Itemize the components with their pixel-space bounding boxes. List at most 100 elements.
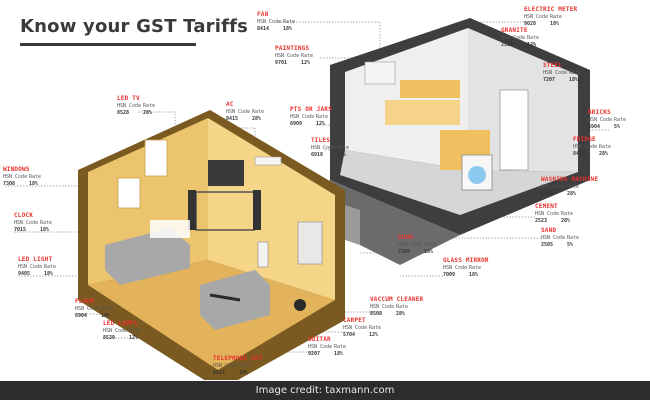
label-pts-or-jars-code-hdr: HSN Code <box>290 114 315 120</box>
label-led-lamps-rate: 12% <box>129 335 139 341</box>
label-ac-code-hdr: HSN Code <box>226 109 251 115</box>
label-fan-rate-hdr: Rate <box>283 19 296 25</box>
label-paintings-rate-hdr: Rate <box>301 53 314 59</box>
label-door-rate: 18% <box>424 249 434 255</box>
house-illustration <box>5 18 609 380</box>
label-ac-rate-hdr: Rate <box>252 109 265 115</box>
label-paintings-code-hdr: HSN Code <box>275 53 300 59</box>
label-ac-code: 8415 <box>226 116 239 122</box>
label-vaccum-cleaner-code-hdr: HSN Code <box>370 304 395 310</box>
living-room-block <box>78 110 345 380</box>
label-vaccum-cleaner-code: 8508 <box>370 311 383 317</box>
label-fridge-code-hdr: HSN Code <box>573 144 598 150</box>
label-bricks-name: BRICKS <box>588 109 611 116</box>
label-guitar-rate-hdr: Rate <box>334 344 347 350</box>
label-floor-rate-hdr: Rate <box>101 306 114 312</box>
label-door-code: 7308 <box>398 249 411 255</box>
label-pts-or-jars-code: 6909 <box>290 121 303 127</box>
label-tiles-rate: 18% <box>337 152 347 158</box>
label-led-lamps-code-hdr: HSN Code <box>103 328 128 334</box>
label-windows-rate-hdr: Rate <box>29 174 42 180</box>
label-clock-rate-hdr: Rate <box>40 220 53 226</box>
label-floor-code: 6904 <box>75 313 88 319</box>
label-washing-machine-rate: 28% <box>567 191 577 197</box>
label-glass-mirror-name: GLASS MIRROR <box>443 257 489 264</box>
label-cement-name: CEMENT <box>535 203 558 210</box>
label-bricks-code-hdr: HSN Code <box>588 117 613 123</box>
label-carpet-rate: 12% <box>369 332 379 338</box>
label-electric-meter-name: ELECTRIC METER <box>524 6 578 13</box>
label-clock-code: 7015 <box>14 227 27 233</box>
label-carpet-rate-hdr: Rate <box>369 325 382 331</box>
label-washing-machine-code: 8450 <box>541 191 554 197</box>
label-sand-name: SAND <box>541 227 557 234</box>
image-credit: Image credit: taxmann.com <box>0 381 650 400</box>
label-led-tv-name: LED TV <box>117 95 140 102</box>
label-fridge-code: 8418 <box>573 151 586 157</box>
label-granite-name: GRANITE <box>501 27 528 34</box>
label-led-light-name: LED LIGHT <box>18 256 53 263</box>
label-electric-meter-code-hdr: HSN Code <box>524 14 549 20</box>
label-glass-mirror-code-hdr: HSN Code <box>443 265 468 271</box>
label-led-lamps-rate-hdr: Rate <box>129 328 142 334</box>
label-steel-code: 7207 <box>543 77 556 83</box>
label-sand-code: 2505 <box>541 242 554 248</box>
label-cement-rate-hdr: Rate <box>561 211 574 217</box>
label-electric-meter-rate: 18% <box>550 21 560 27</box>
label-carpet-code: 5704 <box>343 332 356 338</box>
label-steel-rate: 18% <box>569 77 579 83</box>
label-granite-rate-hdr: Rate <box>527 35 540 41</box>
label-windows-code-hdr: HSN Code <box>3 174 28 180</box>
label-paintings-name: PAINTINGS <box>275 45 310 52</box>
label-telephone-set-code-hdr: HSN Code <box>213 363 238 369</box>
label-windows-rate: 18% <box>29 181 39 187</box>
label-fan-rate: 18% <box>283 26 293 32</box>
label-led-light-code: 9405 <box>18 271 31 277</box>
label-pts-or-jars-rate: 12% <box>316 121 326 127</box>
label-steel-code-hdr: HSN Code <box>543 70 568 76</box>
kitchen-block <box>330 18 590 235</box>
label-tiles-name: TILES <box>311 137 331 144</box>
label-tiles-rate-hdr: Rate <box>337 145 350 151</box>
label-windows-name: WINDOWS <box>3 166 30 173</box>
label-vaccum-cleaner-rate-hdr: Rate <box>396 304 409 310</box>
label-clock-code-hdr: HSN Code <box>14 220 39 226</box>
label-electric-meter-rate-hdr: Rate <box>550 14 563 20</box>
title-underline <box>20 43 196 46</box>
label-glass-mirror-rate: 18% <box>469 272 479 278</box>
label-pts-or-jars-rate-hdr: Rate <box>316 114 329 120</box>
label-steel-rate-hdr: Rate <box>569 70 582 76</box>
label-led-tv-code-hdr: HSN Code <box>117 103 142 109</box>
label-floor-name: FLOOR <box>75 298 95 305</box>
label-door-rate-hdr: Rate <box>424 242 437 248</box>
label-guitar-code-hdr: HSN Code <box>308 344 333 350</box>
label-cement-code: 2523 <box>535 218 548 224</box>
label-led-lamps-name: LED LAMPS <box>103 320 138 327</box>
label-ac-name: AC <box>226 101 234 108</box>
label-windows-code: 7308 <box>3 181 16 187</box>
label-steel-name: STEEL <box>543 62 563 69</box>
label-carpet-code-hdr: HSN Code <box>343 325 368 331</box>
label-led-lamps-code: 8539 <box>103 335 116 341</box>
label-telephone-set-code: 8517 <box>213 370 226 376</box>
